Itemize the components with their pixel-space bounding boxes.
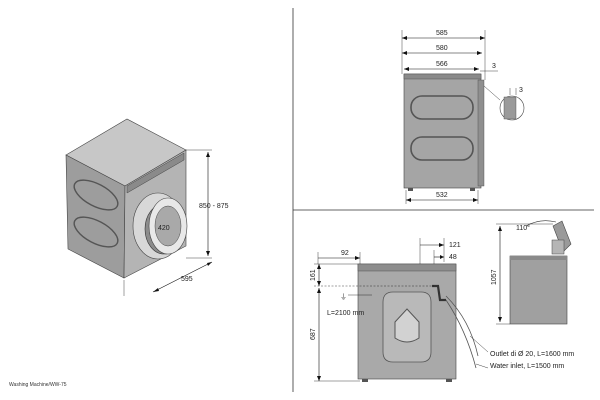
front-elevation-view: 585 580 566 3 3 532 xyxy=(401,30,525,204)
rear-drain-outline xyxy=(394,308,420,343)
dim-92-label: 92 xyxy=(341,250,349,257)
isometric-view: 420 850 - 875 595 xyxy=(65,118,229,296)
side-body xyxy=(509,255,568,325)
caption: Washing Machine/WW-75 xyxy=(9,382,67,388)
iso-side-rib-2 xyxy=(73,216,119,248)
rear-inlet-hose xyxy=(445,295,479,357)
dim-566-label: 566 xyxy=(436,61,448,68)
dim-121-label: 121 xyxy=(449,242,461,249)
elevation-body xyxy=(403,73,482,189)
dim-585-label: 585 xyxy=(436,30,448,37)
dim-48-label: 48 xyxy=(449,254,457,261)
rear-view: 92 121 48 161 687 ⏚ L=2100 mm Outlet di … xyxy=(310,238,574,382)
cable-length-label: L=2100 mm xyxy=(327,310,364,317)
side-view-open-lid: 110° 1057 xyxy=(491,220,572,325)
iso-door-label: 420 xyxy=(158,225,170,232)
lid-angle-arc xyxy=(525,220,557,227)
iso-side-rib-1 xyxy=(73,179,119,211)
gap-3-detail-label: 3 xyxy=(519,87,523,94)
rear-outlet-hose xyxy=(432,284,446,302)
dim-161-label: 161 xyxy=(310,269,317,281)
iso-height-label: 850 - 875 xyxy=(199,203,229,210)
elevation-rib-2 xyxy=(410,136,474,161)
iso-door-glass xyxy=(154,205,182,247)
plug-icon: ⏚ xyxy=(340,293,347,301)
iso-depth-label: 595 xyxy=(181,276,193,283)
dim-687-label: 687 xyxy=(310,328,317,340)
gap-3-top-label: 3 xyxy=(492,63,496,70)
outlet-label: Outlet di Ø 20, L=1600 mm xyxy=(490,351,574,358)
lid-angle-label: 110° xyxy=(516,224,530,232)
dim-580-label: 580 xyxy=(436,45,448,52)
iso-control-panel xyxy=(126,152,185,194)
iso-depth-dim-line xyxy=(152,261,213,293)
dim-532-label: 532 xyxy=(436,192,448,199)
inlet-label: Water inlet, L=1500 mm xyxy=(490,363,564,370)
dim-1057-label: 1057 xyxy=(491,269,498,285)
elevation-rib-1 xyxy=(410,95,474,120)
